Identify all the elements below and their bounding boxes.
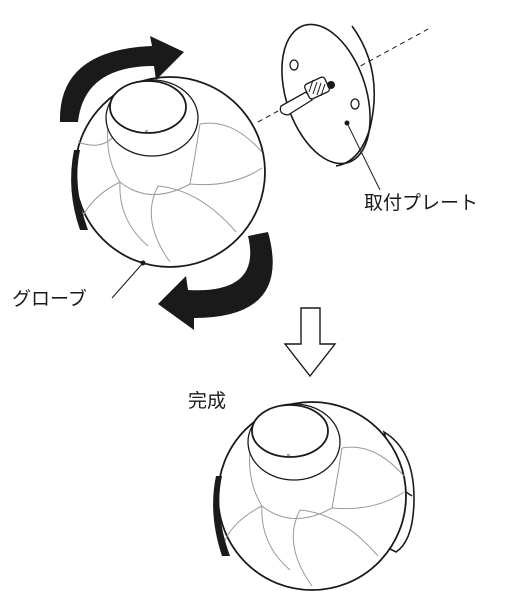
- globe-top-side-opening: [71, 150, 88, 230]
- mounting-plate-label: 取付プレート: [364, 192, 479, 214]
- mounting-bracket: [279, 91, 313, 116]
- down-arrow-icon: [283, 307, 337, 378]
- mounting-plate-leader-line: [346, 122, 381, 191]
- rotate-arrow-top: [59, 36, 185, 122]
- globe-top-opening-inner: [109, 80, 187, 134]
- rotate-arrow-icon: [59, 36, 273, 330]
- alignment-dashed-line: [257, 27, 431, 123]
- mounting-plate-hole-bottom: [350, 98, 360, 110]
- globe-top-seam-lines: [77, 101, 263, 263]
- globe-completed-seam-lines: [223, 427, 405, 587]
- rotate-arrow-bottom: [158, 232, 273, 330]
- mounting-plate-hole-top: [289, 59, 299, 71]
- globe-top: [71, 76, 266, 299]
- mounting-plate: [279, 23, 381, 191]
- mounting-screw: [303, 76, 335, 100]
- mounting-plate-disc: [281, 23, 371, 165]
- globe-completed: [213, 401, 415, 591]
- globe-label: グローブ: [12, 288, 87, 310]
- mounting-plate-rim: [335, 25, 376, 167]
- completed-label: 完成: [188, 390, 227, 412]
- globe-leader-line: [111, 262, 144, 299]
- globe-completed-side-opening: [213, 476, 230, 556]
- globe-completed-opening-inner: [251, 404, 329, 458]
